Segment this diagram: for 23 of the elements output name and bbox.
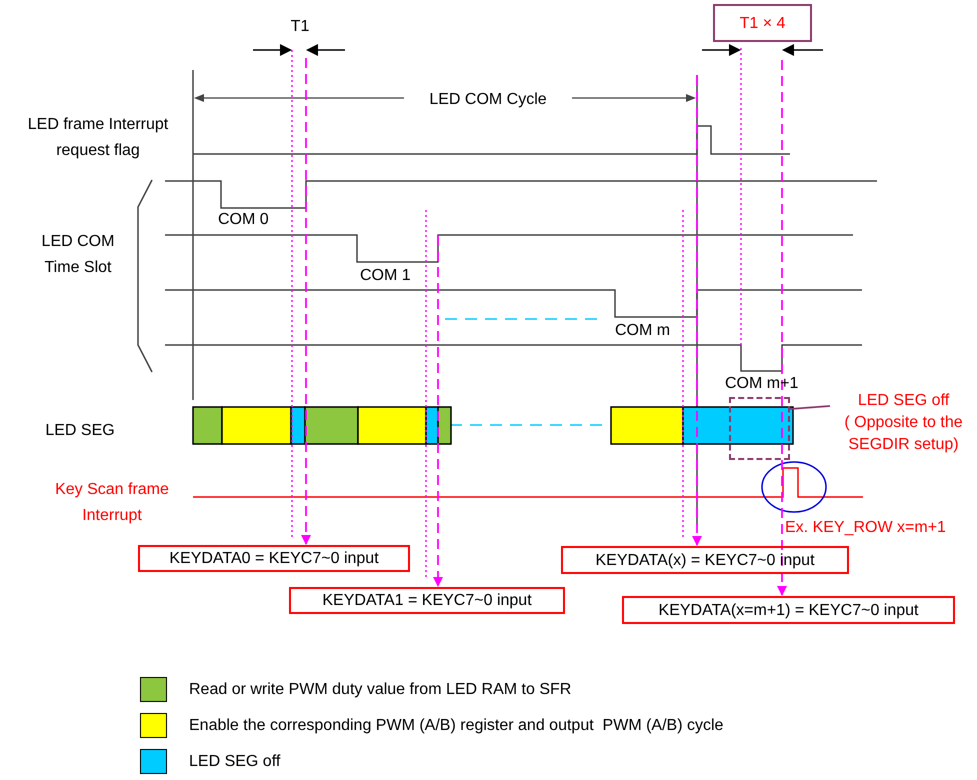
annotation: LED SEG off ( Opposite to the SEGDIR setup)	[830, 388, 977, 458]
register-box: KEYDATA(x=m+1) = KEYC7~0 input	[622, 596, 955, 624]
legend-text: LED SEG off	[189, 752, 280, 771]
duration-box: T1 × 4	[713, 4, 812, 42]
signal-name: LED frame Interrupt request flag	[26, 115, 170, 161]
waveform-label: COM 1	[360, 266, 411, 285]
note: Ex. KEY_ROW x=m+1	[785, 518, 946, 537]
legend-text: Read or write PWM duty value from LED RAM to SFR	[189, 680, 572, 699]
signal-name: Key Scan frame Interrupt	[54, 480, 170, 526]
arrow	[692, 75, 702, 546]
legend-text: Enable the corresponding PWM (A/B) register and output PWM (A/B) cycle	[189, 716, 724, 735]
register-box: KEYDATA1 = KEYC7~0 input	[289, 587, 565, 614]
waveform-label: COM m	[615, 321, 670, 340]
leader-line	[790, 405, 830, 410]
signal-name: LED SEG	[45, 421, 115, 440]
arrow	[301, 58, 311, 545]
highlight-box	[729, 397, 790, 460]
arrow	[777, 60, 787, 596]
register-box: KEYDATA0 = KEYC7~0 input	[138, 545, 410, 572]
arrow	[433, 235, 443, 587]
signal-name: LED COM Time Slot	[40, 232, 116, 278]
dimension-label: T1	[290, 17, 310, 36]
waveform-label: COM 0	[218, 210, 269, 229]
